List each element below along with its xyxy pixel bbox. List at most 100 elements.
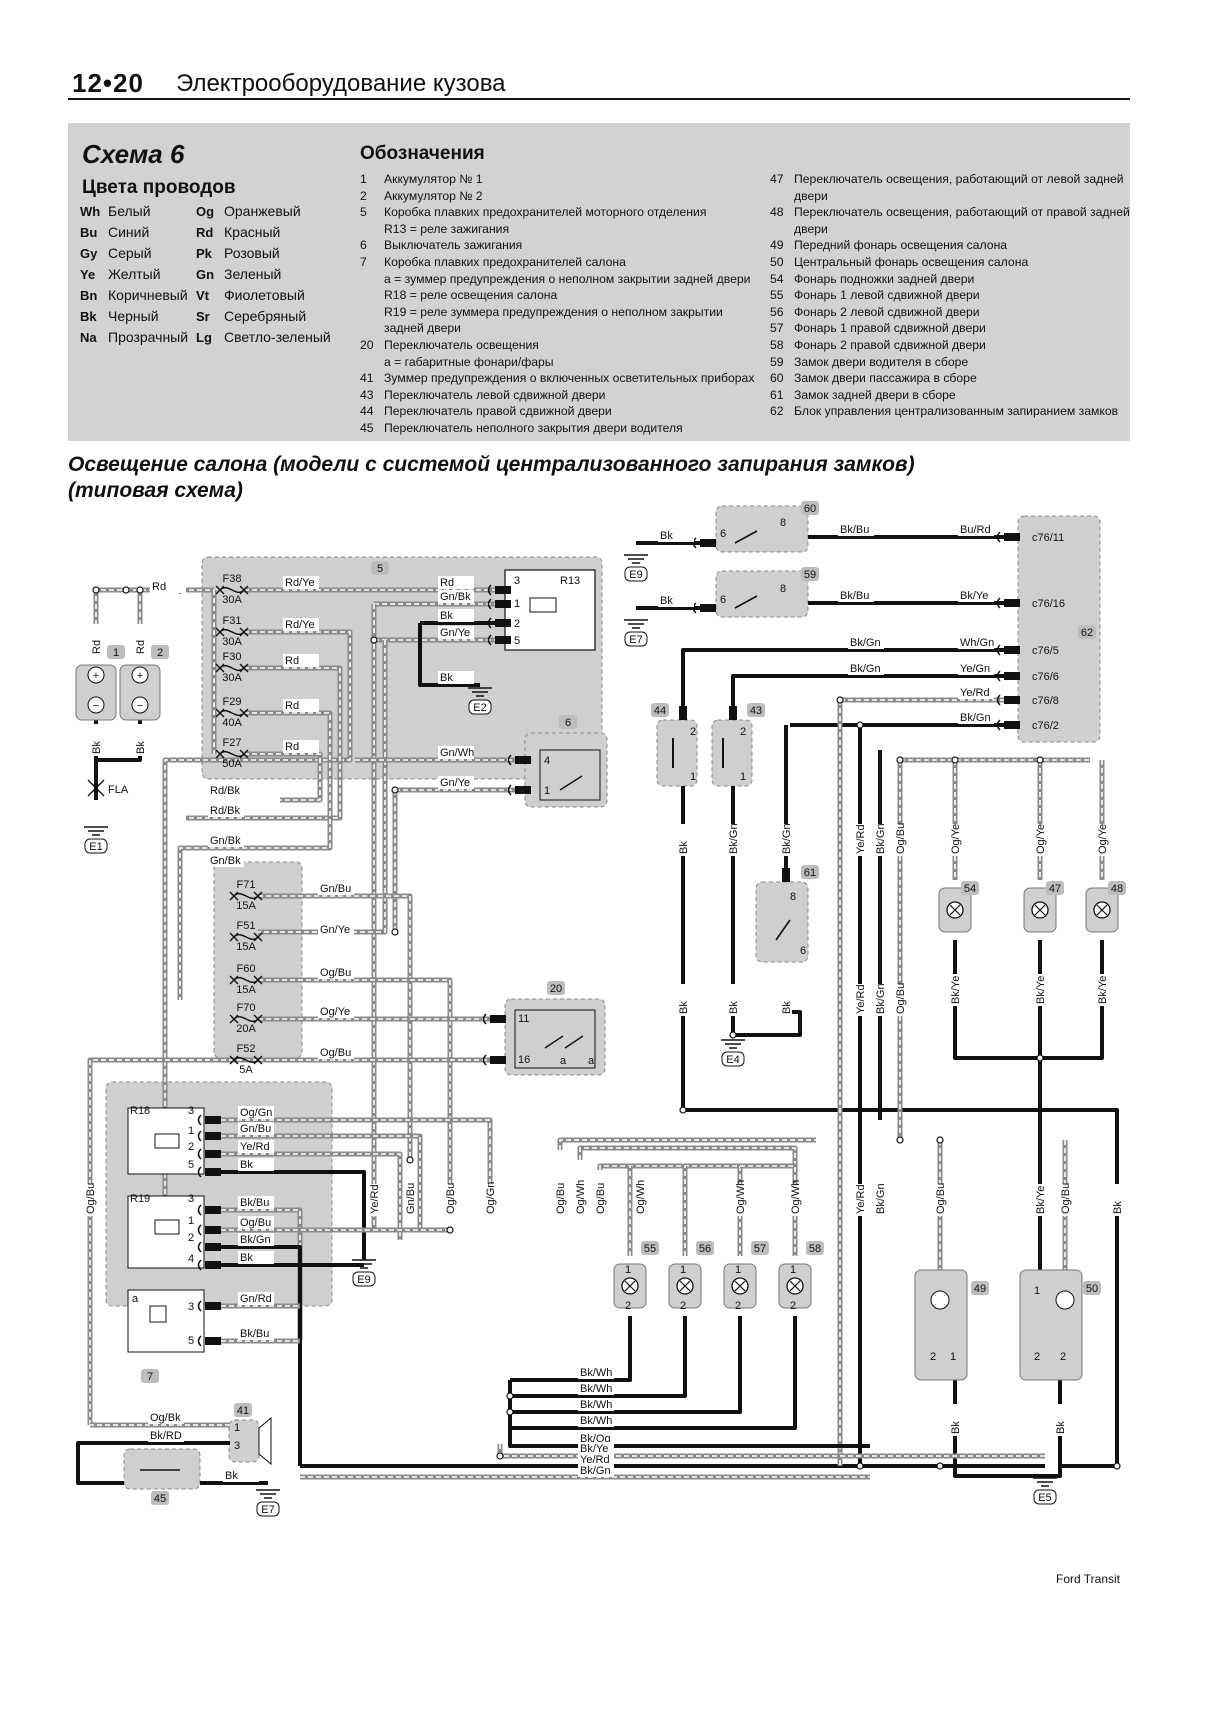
component-number: 1	[113, 647, 119, 659]
wire-label: Bk	[781, 1001, 793, 1014]
lamp-housing	[914, 1269, 968, 1381]
lamp-cross	[624, 1280, 636, 1292]
wire-color-code: Gn	[196, 267, 215, 282]
wire	[731, 674, 1018, 720]
buzzer-symbol	[149, 1305, 167, 1323]
fuse-element	[219, 751, 245, 757]
wire-color-name: Серый	[108, 245, 152, 261]
wire-label: Bk/Gn	[875, 1183, 887, 1214]
wire-label-bg	[848, 662, 884, 675]
wire-label: Gn/Rd	[240, 1293, 272, 1305]
ground-symbol	[624, 619, 648, 629]
fuse-rating: 15A	[236, 984, 256, 996]
connector-pin	[205, 1261, 221, 1269]
wire	[93, 587, 214, 625]
fusible-link	[87, 779, 105, 797]
ground-label: E5	[1038, 1492, 1051, 1504]
lamp-cross	[734, 1280, 746, 1292]
switch-blade	[559, 775, 583, 791]
designation-number: 62	[770, 404, 784, 419]
wire-label-bg	[874, 984, 886, 1016]
component-number: 54	[964, 883, 976, 895]
wire-label-bg	[208, 834, 244, 847]
connector-socket	[996, 597, 1001, 609]
component-number-tag	[1046, 881, 1064, 895]
designation-item: двери	[770, 188, 1130, 205]
wire-label-bg	[949, 824, 961, 856]
component-box	[213, 861, 303, 1059]
wire-label-bg	[934, 1184, 946, 1216]
ground-tag	[624, 631, 648, 647]
wire-label-bg	[594, 1184, 606, 1216]
relay-label: R19	[130, 1193, 150, 1205]
wire-label: Og/Bu	[240, 1217, 271, 1229]
wire-label: Bk	[678, 841, 690, 854]
wire-color-code: Na	[80, 330, 97, 345]
wire-label-bg	[958, 686, 994, 699]
designation-text: Замок двери пассажира в сборе	[794, 371, 977, 386]
fuse-id: F52	[237, 1043, 256, 1055]
wire-color-name: Фиолетовый	[224, 287, 305, 303]
wire-label: Bk	[240, 1252, 253, 1264]
pin-label: 1	[735, 1264, 741, 1276]
wire-label: Gn/Bu	[405, 1183, 417, 1214]
wire-label: Og/Ye	[1035, 824, 1047, 854]
component-number: 61	[804, 867, 816, 879]
wire	[510, 1316, 797, 1430]
component-number: 47	[1049, 883, 1061, 895]
designation-item: двери	[770, 221, 1130, 238]
wire-label: Og/Bu	[935, 1183, 947, 1214]
connector-socket	[482, 1013, 487, 1025]
component-number-tag	[651, 703, 669, 717]
wire-label-bg	[318, 1046, 354, 1059]
fuse-element	[233, 977, 259, 983]
wire-label: Og/Bu	[1060, 1183, 1072, 1214]
splice-dot	[370, 636, 378, 644]
connector-pin	[205, 1168, 221, 1176]
designation-text: Коробка плавких предохранителей моторног…	[384, 205, 707, 220]
splice-dot	[856, 1462, 864, 1470]
wire-label: Og/Bu	[555, 1183, 567, 1214]
relay-coil	[529, 597, 557, 613]
designation-text: задней двери	[384, 321, 461, 336]
wire-label-bg	[1034, 824, 1046, 856]
wire-label-bg	[283, 618, 319, 631]
component-number: 43	[750, 705, 762, 717]
fuse-id: F31	[223, 615, 242, 627]
designation-number: 50	[770, 254, 784, 269]
designation-text: R18 = реле освещения салона	[384, 288, 558, 303]
fuse-element	[219, 665, 245, 671]
component-number: 41	[237, 1405, 249, 1417]
wire-label-bg	[1096, 824, 1108, 856]
wire-label-bg	[148, 1429, 184, 1442]
wire-stripe	[205, 1119, 491, 1200]
wire-label-bg	[789, 1184, 801, 1216]
buzzer-speaker	[258, 1416, 272, 1466]
designation-text: Замок двери водителя в сборе	[794, 354, 969, 369]
wire-label-bg	[578, 1414, 614, 1427]
pin-label: 2	[690, 726, 696, 738]
wire-label-bg	[283, 654, 319, 667]
wire-label: Bk/Wh	[580, 1415, 612, 1427]
connector-socket	[487, 617, 492, 629]
designation-text: R13 = реле зажигания	[384, 221, 510, 236]
wire-label-bg	[134, 624, 146, 656]
connector-pin	[515, 756, 531, 764]
connector-pin	[205, 1116, 221, 1124]
battery-terminal	[131, 696, 149, 714]
wire-color-code: Bk	[80, 309, 97, 324]
wire-label: Bk/Gn	[850, 663, 881, 675]
splice-dot	[1113, 1462, 1121, 1470]
wire-label-bg	[438, 609, 474, 622]
designation-item: a = габаритные фонари/фары	[360, 354, 754, 371]
pin-label: 1	[680, 1264, 686, 1276]
wire-stripe	[559, 1139, 816, 1150]
